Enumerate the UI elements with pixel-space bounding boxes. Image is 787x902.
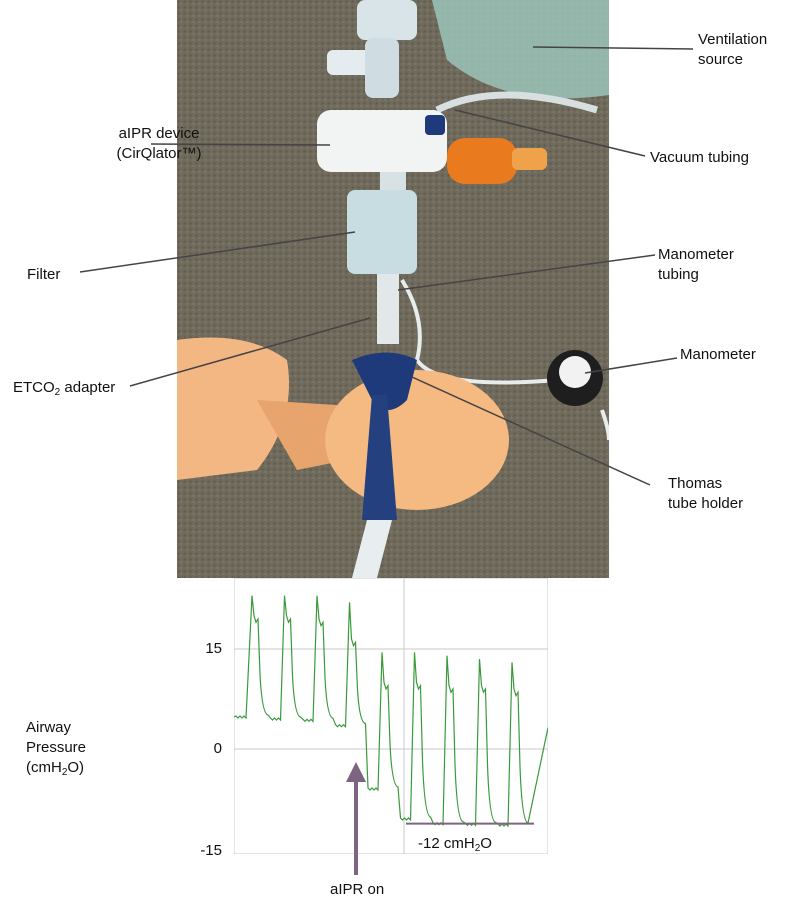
label-manometer-tubing-line2: tubing — [658, 266, 699, 283]
label-vacuum-tubing: Vacuum tubing — [650, 149, 749, 166]
label-manometer-tubing: Manometer tubing — [658, 245, 734, 285]
y-tick-15: 15 — [205, 640, 222, 657]
y-axis-label-line1: Airway — [26, 719, 72, 736]
mannequin-neck — [257, 400, 347, 470]
annotation-minus12-text: -12 cmH — [418, 835, 475, 852]
etco2-subscript: 2 — [54, 387, 61, 398]
y-axis-label: Airway Pressure (cmH2O) — [26, 718, 86, 783]
aipr-device — [317, 110, 447, 172]
ylabel-unit-post: O) — [67, 759, 85, 776]
label-manometer-tubing-line1: Manometer — [658, 246, 734, 263]
setup-photo — [177, 0, 609, 578]
thomas-strap — [362, 395, 397, 520]
annotation-minus12-suffix: O — [480, 835, 492, 852]
label-aipr-line1: aIPR device — [118, 125, 200, 142]
y-tick-neg15: -15 — [200, 842, 222, 859]
label-filter: Filter — [27, 266, 61, 283]
label-thomas-line2: tube holder — [668, 495, 744, 512]
mannequin-head — [325, 370, 509, 510]
etco2-suffix: adapter — [60, 379, 116, 396]
filter-body — [347, 190, 417, 274]
valve-connector — [327, 50, 377, 75]
annotation-aipr-on: aIPR on — [330, 881, 385, 898]
label-aipr-device: aIPR device (CirQlator™) — [114, 124, 204, 164]
stem-lower — [377, 274, 399, 344]
y-axis-label-line3: (cmH2O) — [26, 758, 86, 783]
manometer-dial — [559, 356, 591, 388]
vacuum-tube — [435, 91, 599, 114]
label-etco2-adapter: ETCO2 adapter — [13, 378, 115, 403]
annotation-minus12: -12 cmH2O — [418, 834, 492, 859]
y-tick-0: 0 — [213, 740, 222, 757]
label-thomas-tube-holder: Thomas tube holder — [668, 474, 743, 514]
valve-assembly — [357, 0, 417, 40]
label-thomas-line1: Thomas — [668, 475, 723, 492]
orange-filter — [447, 138, 517, 184]
stem-upper — [380, 172, 406, 192]
etco2-text: ETCO — [13, 379, 55, 396]
arrow-head — [346, 762, 366, 782]
label-aipr-line2: (CirQlator™) — [116, 145, 202, 162]
ylabel-unit-sub: 2 — [61, 767, 68, 778]
valve-body — [365, 38, 399, 98]
ventilation-bag — [432, 0, 609, 99]
chart-gridlines — [234, 648, 548, 750]
y-axis-label-line2: Pressure — [26, 739, 87, 756]
chart-frame — [234, 578, 548, 854]
annotation-minus12-sub: 2 — [474, 843, 481, 854]
vacuum-port — [425, 115, 445, 135]
label-manometer: Manometer — [680, 346, 756, 363]
aipr-on-arrow — [346, 762, 366, 875]
label-ventilation-source: Ventilation source — [698, 31, 768, 68]
airway-pressure-series — [234, 595, 548, 828]
orange-filter-cap — [512, 148, 547, 170]
airway-pressure-chart — [234, 578, 548, 854]
ylabel-unit-pre: (cmH — [26, 759, 62, 776]
white-strap — [352, 520, 392, 578]
